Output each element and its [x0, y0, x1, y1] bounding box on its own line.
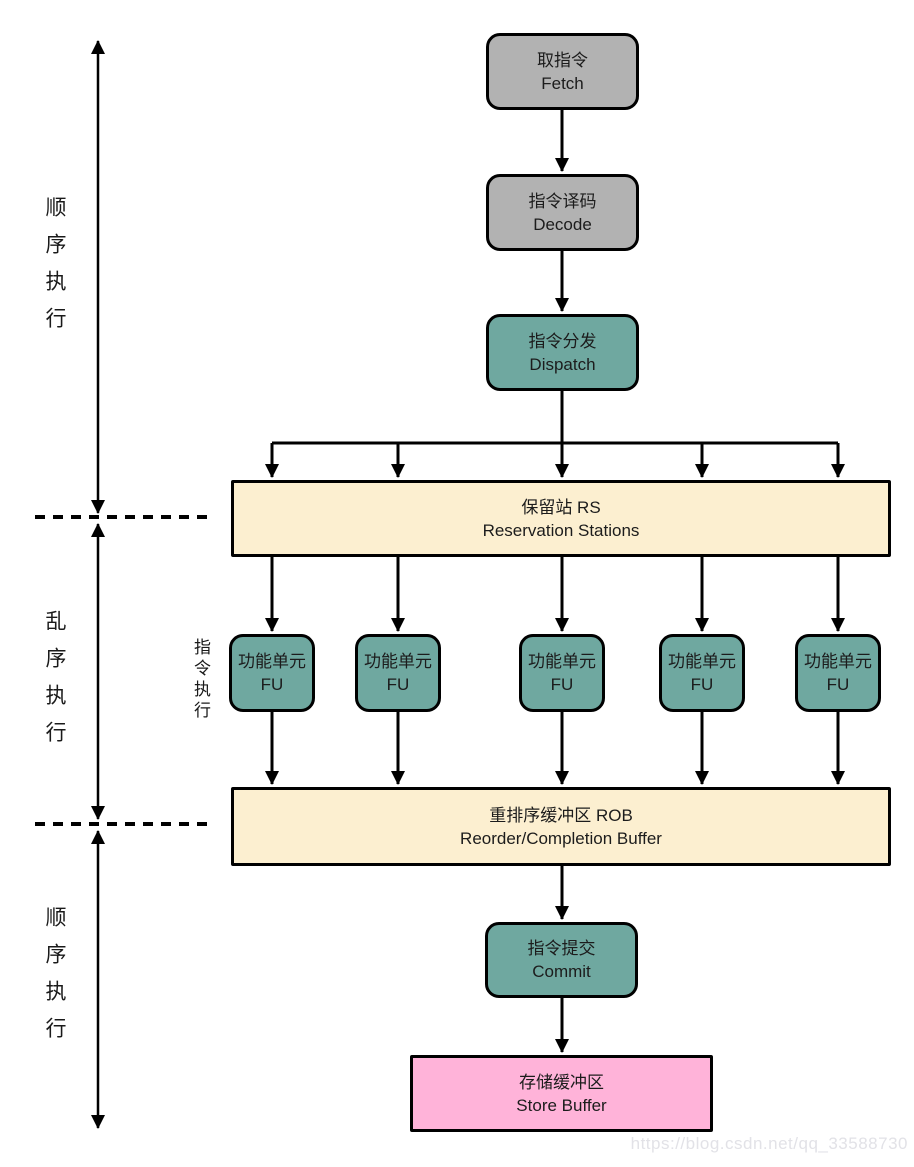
- node-functional-unit-3: 功能单元 FU: [519, 634, 605, 712]
- node-fu-label-en: FU: [550, 675, 574, 694]
- phase-label-in-order-bottom: 顺序执行: [43, 906, 66, 1054]
- node-reservation-stations: 保留站 RS Reservation Stations: [231, 480, 891, 557]
- node-fu-label-zh: 功能单元: [364, 652, 432, 671]
- node-commit-label-en: Commit: [532, 962, 591, 981]
- node-reorder-buffer: 重排序缓冲区 ROB Reorder/Completion Buffer: [231, 787, 891, 866]
- node-store-label-en: Store Buffer: [516, 1095, 607, 1115]
- node-fu-label-zh: 功能单元: [238, 652, 306, 671]
- node-dispatch: 指令分发 Dispatch: [486, 314, 639, 391]
- node-fu-label-en: FU: [260, 675, 284, 694]
- node-rs-label-zh: 保留站 RS: [521, 497, 601, 517]
- node-commit-label-zh: 指令提交: [527, 939, 596, 958]
- node-decode-label-en: Decode: [533, 214, 592, 234]
- node-functional-unit-1: 功能单元 FU: [229, 634, 315, 712]
- phase-label-execute: 指令执行: [191, 638, 210, 722]
- node-fu-label-zh: 功能单元: [528, 652, 596, 671]
- watermark: https://blog.csdn.net/qq_33588730: [630, 1134, 908, 1153]
- node-decode-label-zh: 指令译码: [528, 191, 597, 211]
- phase-label-out-of-order: 乱序执行: [43, 610, 66, 758]
- node-dispatch-label-zh: 指令分发: [528, 331, 597, 351]
- node-fu-label-en: FU: [690, 675, 714, 694]
- node-rob-label-zh: 重排序缓冲区 ROB: [489, 805, 633, 825]
- node-fu-label-en: FU: [826, 675, 850, 694]
- node-store-label-zh: 存储缓冲区: [519, 1072, 604, 1092]
- node-fetch-label-en: Fetch: [541, 73, 584, 93]
- node-dispatch-label-en: Dispatch: [529, 354, 596, 374]
- node-fu-label-en: FU: [386, 675, 410, 694]
- node-fu-label-zh: 功能单元: [668, 652, 736, 671]
- phase-label-in-order-top: 顺序执行: [43, 196, 66, 344]
- node-commit: 指令提交 Commit: [485, 922, 638, 998]
- node-functional-unit-5: 功能单元 FU: [795, 634, 881, 712]
- node-decode: 指令译码 Decode: [486, 174, 639, 251]
- node-rob-label-en: Reorder/Completion Buffer: [460, 828, 662, 848]
- node-fetch: 取指令 Fetch: [486, 33, 639, 110]
- node-functional-unit-2: 功能单元 FU: [355, 634, 441, 712]
- node-rs-label-en: Reservation Stations: [482, 520, 640, 540]
- node-fetch-label-zh: 取指令: [537, 50, 588, 70]
- node-store-buffer: 存储缓冲区 Store Buffer: [410, 1055, 713, 1132]
- node-fu-label-zh: 功能单元: [804, 652, 872, 671]
- node-functional-unit-4: 功能单元 FU: [659, 634, 745, 712]
